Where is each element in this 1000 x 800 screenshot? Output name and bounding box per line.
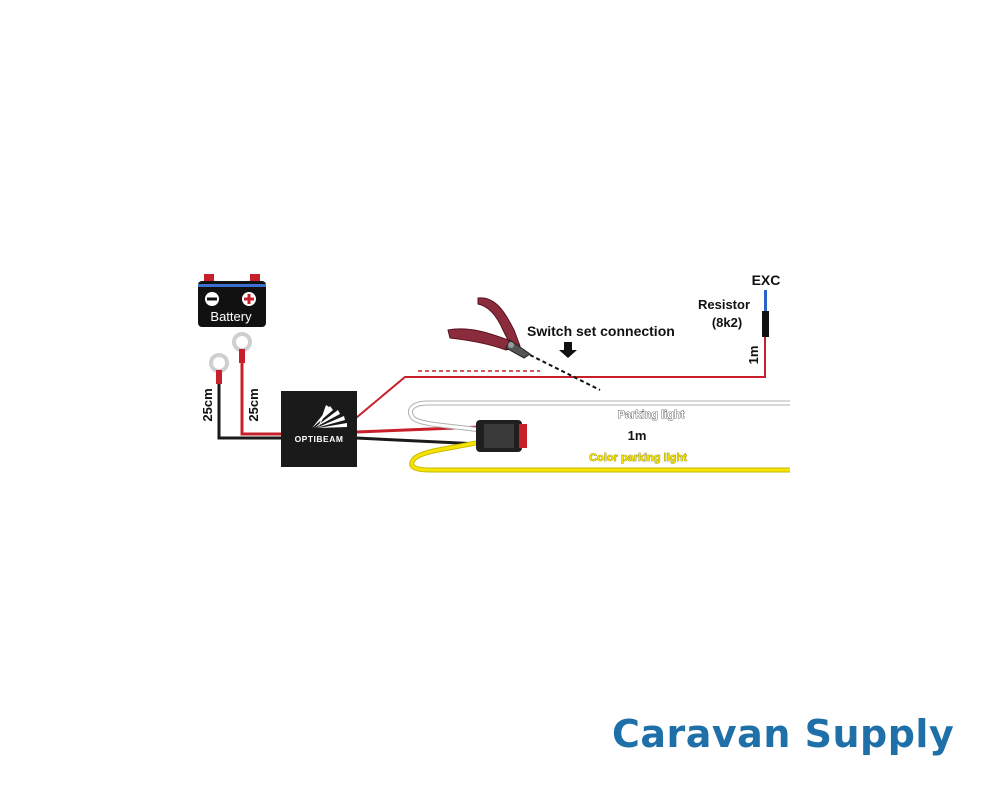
positive-ring-terminal xyxy=(232,332,252,363)
resistor-body xyxy=(762,311,769,337)
caravan-supply-logo: Caravan Supply xyxy=(612,712,955,756)
module-black-wire xyxy=(355,436,481,446)
module-brand: OPTIBEAM xyxy=(295,434,344,444)
wire-connector xyxy=(476,420,527,452)
positive-wire xyxy=(240,363,283,436)
resistor-value: (8k2) xyxy=(712,315,742,330)
battery-label: Battery xyxy=(210,309,252,324)
optibeam-logo-icon xyxy=(312,405,347,428)
switch-connection-label: Switch set connection xyxy=(527,323,675,339)
optibeam-module xyxy=(281,391,357,467)
color-parking-light-wire-core xyxy=(410,440,790,472)
parking-light-wire xyxy=(407,400,790,433)
resistor-label: Resistor xyxy=(698,297,750,312)
parking-light-label: Parking light xyxy=(618,409,685,421)
arrow-down-icon xyxy=(559,342,577,358)
switch-length-label: 1m xyxy=(746,346,761,365)
parking-light-wire-core xyxy=(408,401,790,432)
ground-ring-terminal xyxy=(209,353,229,384)
switch-wire xyxy=(355,337,766,419)
ground-wire xyxy=(217,384,283,440)
color-parking-light-label: Color parking light xyxy=(589,452,687,464)
battery-icon xyxy=(198,274,266,327)
cut-line xyxy=(529,354,601,391)
ground-length-label: 25cm xyxy=(200,388,215,421)
light-length-label: 1m xyxy=(628,428,647,443)
positive-length-label: 25cm xyxy=(246,388,261,421)
exc-label: EXC xyxy=(752,272,781,288)
pliers-icon xyxy=(447,297,531,359)
